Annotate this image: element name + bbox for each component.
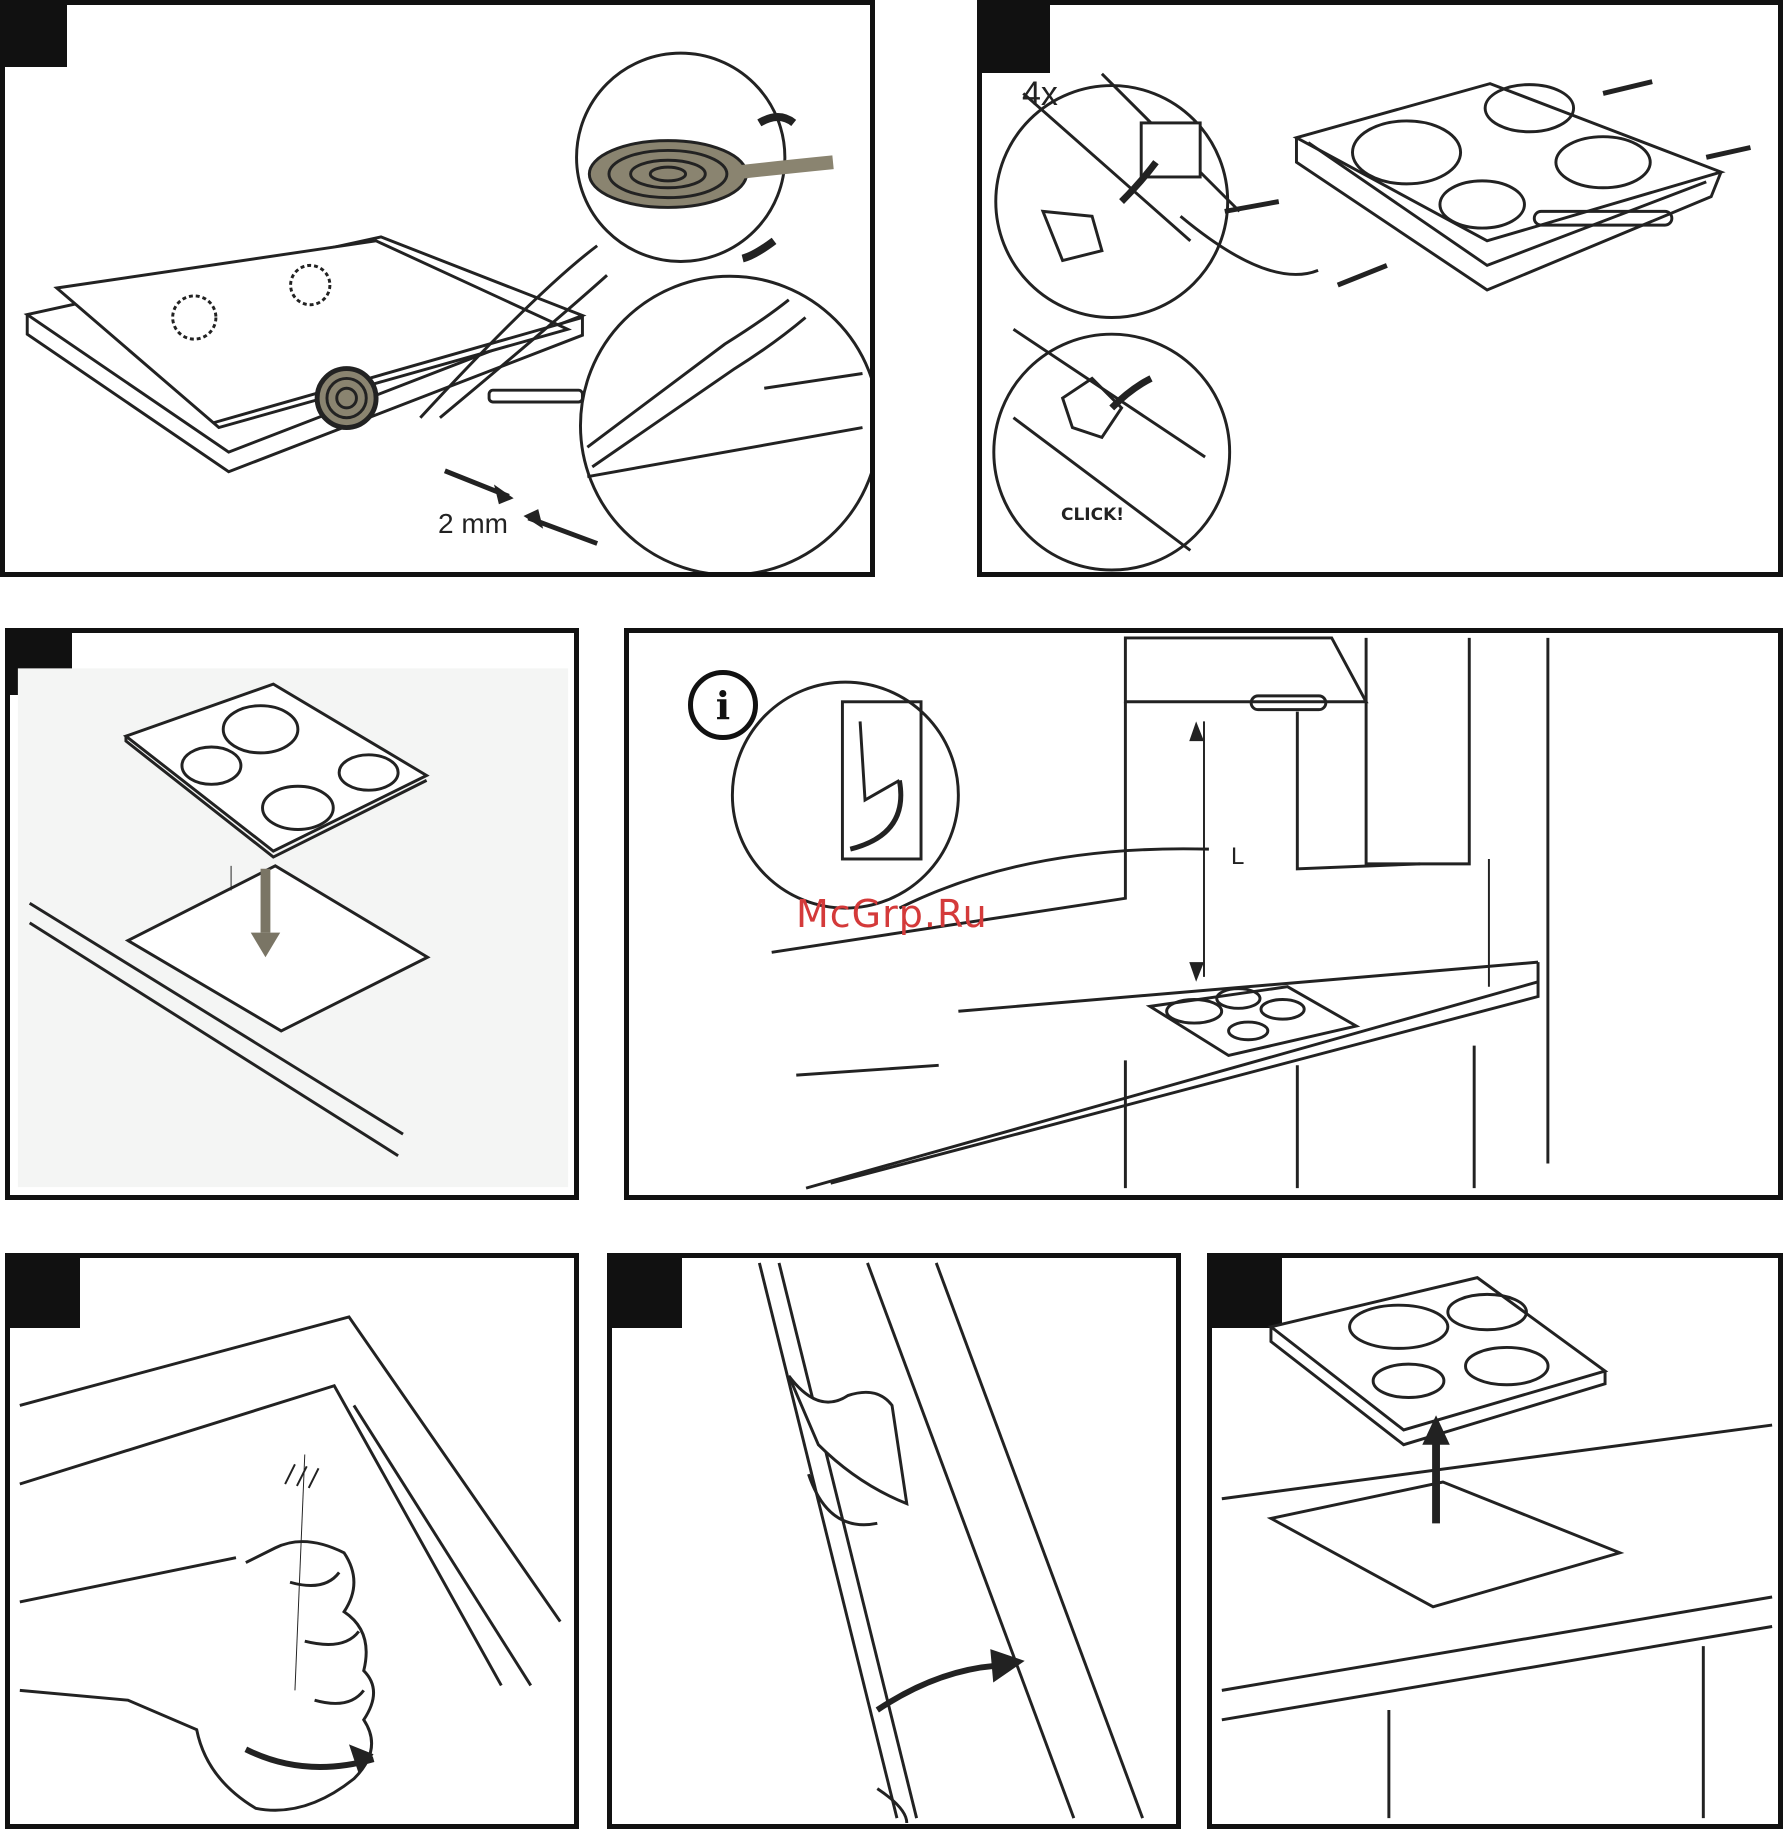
count-label: 4x [1022,75,1058,114]
lift-hob-illustration [1212,1258,1778,1824]
gap-label: 2 mm [438,508,508,540]
distance-label: L [1231,843,1244,871]
bracket-mounting-illustration [982,5,1778,572]
hob-with-tape-illustration [5,5,870,572]
insert-hob-illustration [10,633,574,1195]
panel-insert-hob [5,628,579,1200]
panel-seal-strip-pull [607,1253,1181,1829]
panel-sealing-tape: 2 mm [0,0,875,577]
hand-pull-illustration [10,1258,574,1824]
watermark-text: McGrp.Ru [796,892,988,936]
panel-remove-seal-hand [5,1253,579,1829]
info-icon: i [688,670,758,740]
seal-strip-illustration [612,1258,1176,1824]
panel-fixing-brackets: 4x CLICK! [977,0,1783,577]
click-label: CLICK! [1061,505,1124,525]
panel-lift-hob-out [1207,1253,1783,1829]
